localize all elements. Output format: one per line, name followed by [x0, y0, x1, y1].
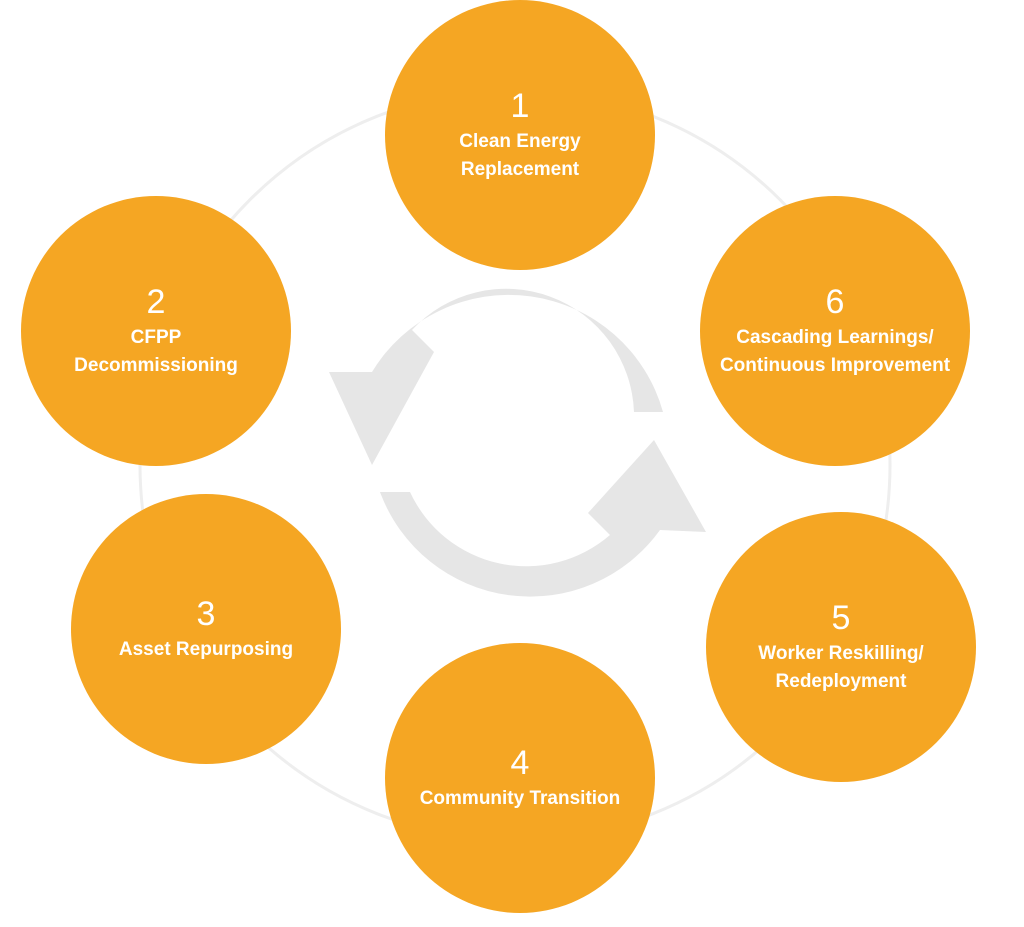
- step-3-number: 3: [196, 595, 216, 633]
- step-1-label: Clean Energy Replacement: [459, 131, 581, 180]
- step-5-number: 5: [831, 599, 851, 637]
- step-6-label: Cascading Learnings/ Continuous Improvem…: [719, 327, 951, 376]
- step-4-label: Community Transition: [419, 788, 621, 809]
- step-5-label: Worker Reskilling/ Redeployment: [758, 643, 924, 692]
- step-5-node: 5 Worker Reskilling/ Redeployment: [706, 512, 976, 782]
- step-2-label: CFPP Decommissioning: [74, 327, 238, 376]
- refresh-cycle-arrows-icon: [329, 288, 706, 597]
- step-1-node: 1 Clean Energy Replacement: [385, 0, 655, 270]
- step-3-label: Asset Repurposing: [118, 639, 294, 660]
- lower-arrow-icon: [380, 440, 706, 597]
- step-2-number: 2: [146, 283, 166, 321]
- step-3-node: 3 Asset Repurposing: [71, 494, 341, 764]
- upper-arrow-icon: [329, 288, 663, 465]
- step-2-node: 2 CFPP Decommissioning: [21, 196, 291, 466]
- step-6-number: 6: [825, 283, 845, 321]
- step-4-number: 4: [510, 744, 530, 782]
- step-1-number: 1: [510, 87, 530, 125]
- step-6-node: 6 Cascading Learnings/ Continuous Improv…: [700, 196, 970, 466]
- step-4-node: 4 Community Transition: [385, 643, 655, 913]
